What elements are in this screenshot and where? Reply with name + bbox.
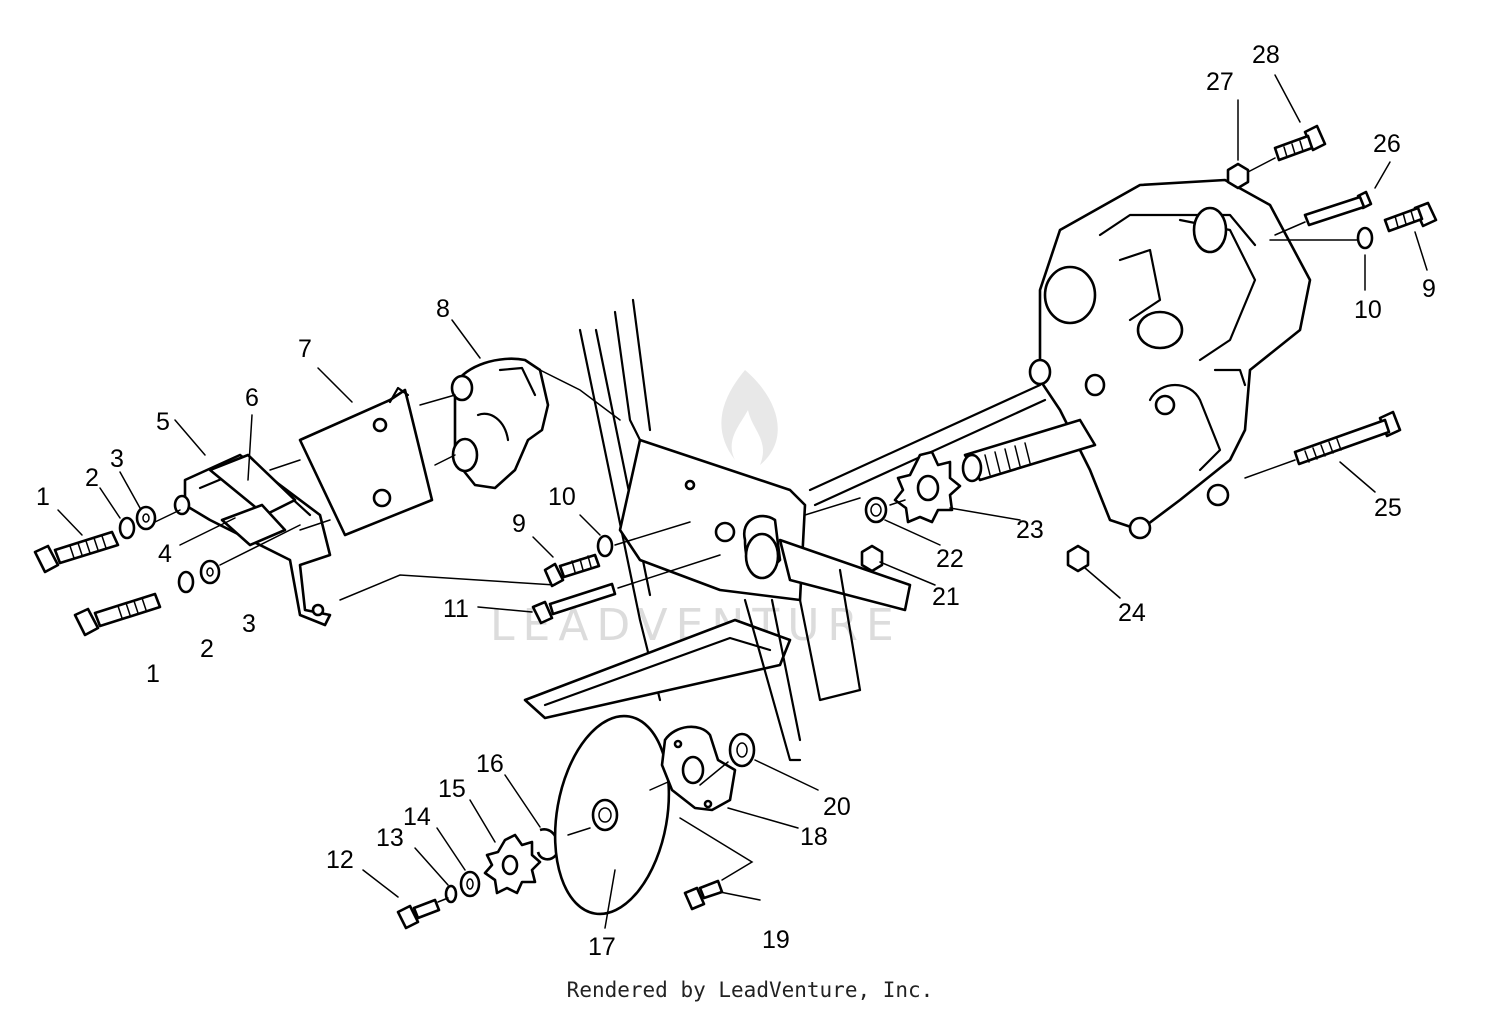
part-1-bolt-upper xyxy=(33,530,120,574)
part-17-disc xyxy=(553,714,671,916)
callout-6: 6 xyxy=(245,384,259,412)
part-3-washers xyxy=(135,505,221,585)
part-28-bolt xyxy=(1273,124,1327,162)
callout-3-upper: 3 xyxy=(110,445,124,473)
part-23-sprocket xyxy=(893,450,962,524)
callout-15: 15 xyxy=(438,775,466,803)
callout-20: 20 xyxy=(823,793,851,821)
callout-17: 17 xyxy=(588,933,616,961)
footer-credit: Rendered by LeadVenture, Inc. xyxy=(566,978,934,1002)
callout-24: 24 xyxy=(1118,599,1146,627)
part-1-bolt-lower xyxy=(73,592,162,637)
part-19-bolt xyxy=(683,879,724,911)
callout-12: 12 xyxy=(326,846,354,874)
callout-10-right: 10 xyxy=(1354,296,1382,324)
part-27-nut xyxy=(1226,162,1250,190)
part-9-bolt-right xyxy=(1383,201,1438,233)
part-10-washers xyxy=(596,226,1374,558)
callout-5: 5 xyxy=(156,408,170,436)
callout-22: 22 xyxy=(936,545,964,573)
callout-25: 25 xyxy=(1374,494,1402,522)
callout-28: 28 xyxy=(1252,41,1280,69)
frame-structure xyxy=(523,298,1047,762)
callout-9-right: 9 xyxy=(1422,275,1436,303)
callout-2-upper: 2 xyxy=(85,464,99,492)
part-20-bushing xyxy=(728,732,756,768)
callout-11: 11 xyxy=(443,595,469,623)
callout-10-left: 10 xyxy=(548,483,576,511)
leader-lines xyxy=(57,74,1428,929)
callout-7: 7 xyxy=(298,335,312,363)
callout-8: 8 xyxy=(436,295,450,323)
part-18-flange xyxy=(660,725,737,812)
callout-21: 21 xyxy=(932,583,960,611)
callout-14: 14 xyxy=(403,803,431,831)
part-2-washers xyxy=(118,516,195,594)
callout-18: 18 xyxy=(800,823,828,851)
callout-27: 27 xyxy=(1206,68,1234,96)
transaxle-housing xyxy=(961,178,1312,540)
part-13-washer xyxy=(444,884,458,904)
part-25-bolt xyxy=(1293,410,1402,466)
callout-19: 19 xyxy=(762,926,790,954)
callout-26: 26 xyxy=(1373,130,1401,158)
part-7-plate xyxy=(298,386,434,537)
part-8-actuator xyxy=(450,357,550,490)
part-9-bolt-left xyxy=(543,553,601,588)
alignment-lines xyxy=(154,157,1359,903)
part-12-bolt xyxy=(396,898,441,930)
callout-1-lower: 1 xyxy=(146,660,160,688)
callout-4: 4 xyxy=(158,540,172,568)
part-15-sprocket xyxy=(483,833,542,895)
callout-2-lower: 2 xyxy=(200,635,214,663)
part-24-nut xyxy=(1066,544,1090,573)
part-11-bolt xyxy=(531,582,617,625)
callout-13: 13 xyxy=(376,824,404,852)
part-5-bracket xyxy=(173,453,332,627)
callout-3-lower: 3 xyxy=(242,610,256,638)
callout-16: 16 xyxy=(476,750,504,778)
callout-1-upper: 1 xyxy=(36,483,50,511)
flame-logo-icon xyxy=(721,370,778,465)
callout-9-left: 9 xyxy=(512,510,526,538)
callout-23: 23 xyxy=(1016,516,1044,544)
part-26-bolt xyxy=(1303,190,1373,227)
part-22-ring xyxy=(864,496,888,524)
part-21-nut xyxy=(860,544,884,573)
part-14-washer xyxy=(459,870,481,898)
callout-labels: 1 1 2 2 3 3 4 5 6 7 8 9 9 10 10 11 12 13… xyxy=(36,41,1436,961)
